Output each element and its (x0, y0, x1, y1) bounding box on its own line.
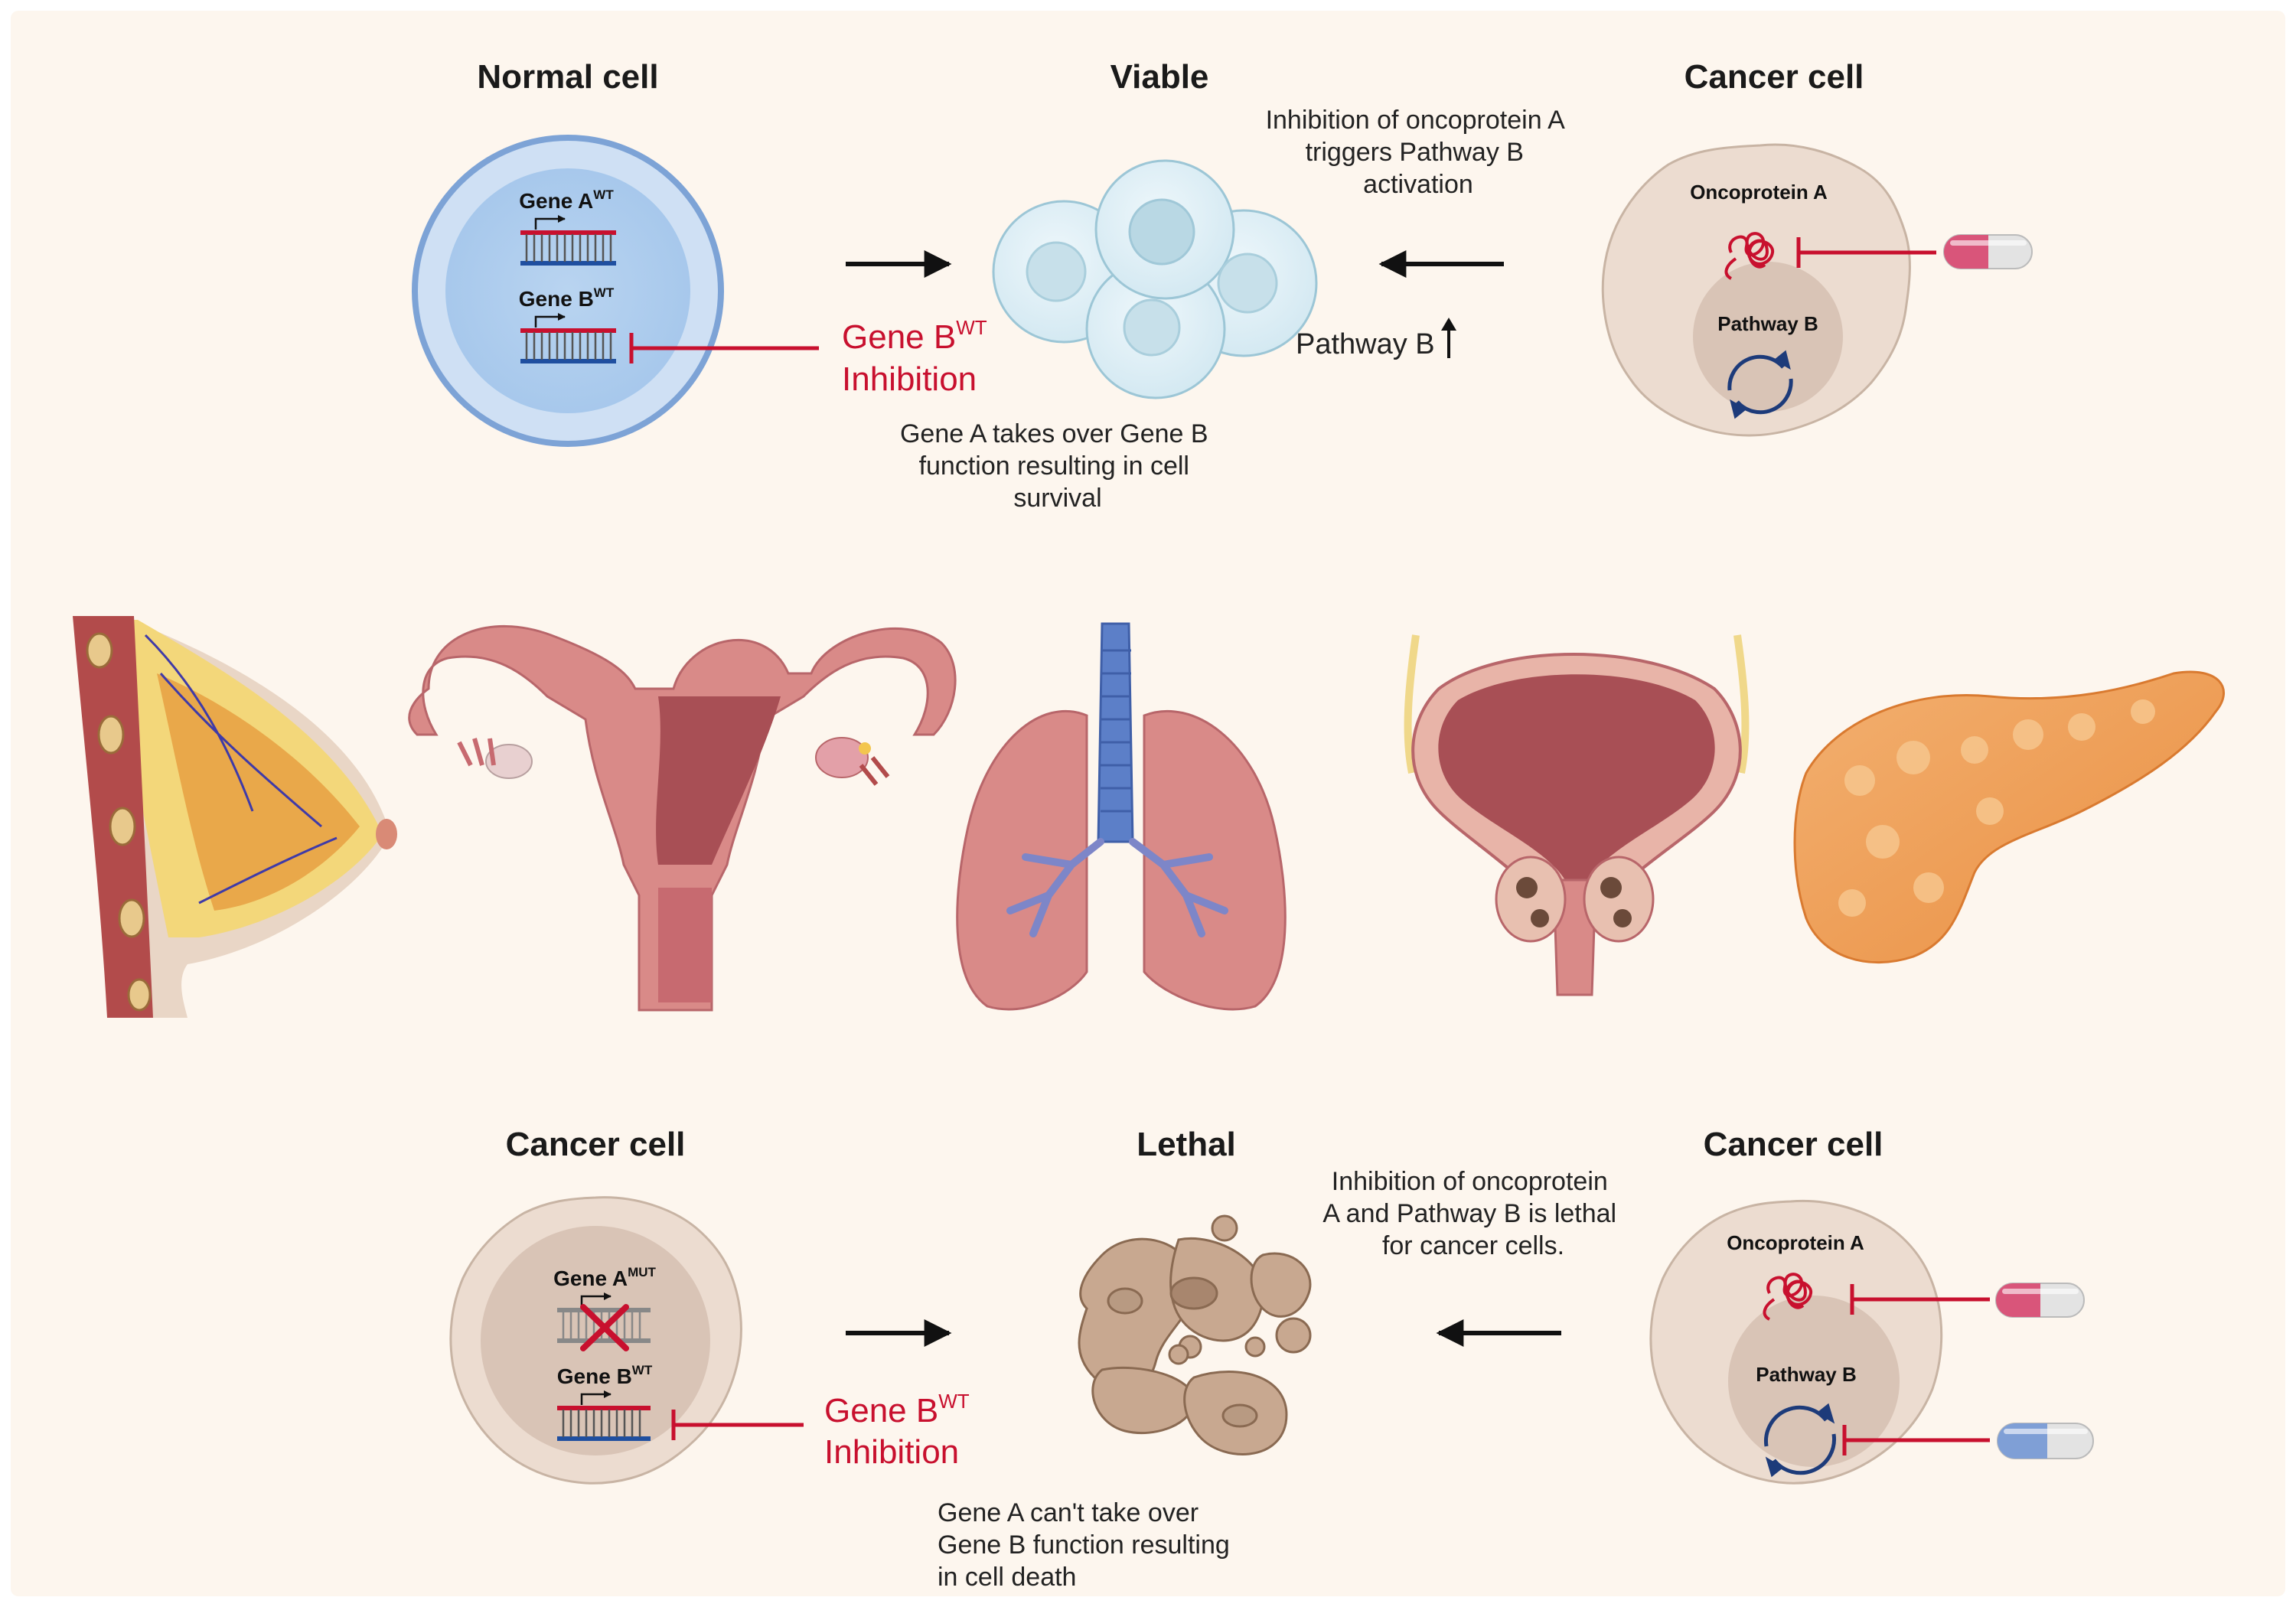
oncoprotein-inhibition-caption-top: Inhibition of oncoprotein A triggers Pat… (1266, 106, 1571, 199)
viable-caption: Gene A takes over Gene B function result… (900, 419, 1215, 513)
pathway-label-bottom: Pathway B (1756, 1363, 1857, 1386)
cross-icon (580, 1304, 629, 1351)
gene-a-label: Gene AWT (519, 187, 614, 213)
pill-icon-top (1943, 234, 2033, 269)
gene-b-inhibition-bottom: Gene BWT Inhibition (671, 1390, 970, 1471)
cancer-cell-title-right: Cancer cell (1704, 1126, 1883, 1163)
bladder-prostate-icon (1404, 634, 1750, 996)
gene-a-mut-dna-icon (557, 1292, 651, 1351)
cancer-cell-title-left: Cancer cell (506, 1126, 686, 1163)
oncoprotein-icon-top (1724, 232, 1775, 280)
pancreas-icon (1793, 670, 2225, 964)
viable-cells-icon (992, 159, 1318, 399)
gene-b-label: Gene BWT (519, 285, 615, 311)
oncoprotein-inhibition-caption-bottom: Inhibition of oncoprotein A and Pathway … (1322, 1167, 1623, 1260)
gene-b-dna-icon (520, 313, 616, 363)
breast-icon (73, 616, 397, 1018)
oncoprotein-label-bottom: Oncoprotein A (1727, 1231, 1864, 1254)
cancer-cell-top: Oncoprotein A Pathway B (1601, 143, 1936, 437)
cancer-cell-bottom-right: Oncoprotein A Pathway B (1649, 1199, 1990, 1485)
inhibition-label-top: Inhibition (842, 360, 977, 398)
uterus-icon (408, 624, 957, 1012)
up-arrow-icon (1441, 318, 1456, 358)
gene-b-inhibition-label: Gene BWT (842, 316, 987, 356)
gene-b-label-bottom: Gene BWT (557, 1363, 653, 1388)
cancer-cell-bottom-left: Gene AMUT Gene BWT (449, 1196, 742, 1485)
pill-icon-bottom-pink (1995, 1283, 2085, 1318)
dying-cells-icon (1078, 1214, 1312, 1455)
gene-a-mut-label: Gene AMUT (553, 1265, 656, 1290)
pathway-cycle-icon-top (1727, 350, 1793, 419)
oncoprotein-label-top: Oncoprotein A (1690, 181, 1828, 204)
normal-cell-title: Normal cell (477, 58, 658, 96)
gene-a-dna-icon (520, 215, 616, 266)
organs-row (73, 616, 2225, 1018)
gene-b-inhibition-label-bottom: Gene BWT (824, 1390, 970, 1429)
bottom-row: Cancer cell Lethal Cancer cell Gene AMUT… (449, 1126, 2094, 1592)
lungs-icon (956, 622, 1287, 1011)
gene-b-dna-icon-bottom (557, 1390, 651, 1441)
inhibition-label-bottom: Inhibition (824, 1433, 959, 1471)
pathway-label-top: Pathway B (1717, 312, 1818, 335)
gene-b-inhibition-top: Gene BWT Inhibition (629, 316, 987, 398)
pathway-b-up-label: Pathway B (1296, 328, 1435, 360)
pathway-cycle-icon-bottom (1764, 1403, 1836, 1478)
lethal-title: Lethal (1137, 1126, 1236, 1163)
top-row: Normal cell Viable Cancer cell Gene AWT … (412, 58, 2033, 513)
viable-title: Viable (1110, 58, 1209, 96)
cancer-cell-title-top: Cancer cell (1684, 58, 1864, 96)
pill-icon-bottom-blue (1997, 1423, 2094, 1459)
oncoprotein-icon-bottom (1763, 1273, 1813, 1321)
normal-cell: Gene AWT Gene BWT (412, 135, 724, 447)
lethal-caption: Gene A can't take over Gene B function r… (938, 1498, 1237, 1592)
